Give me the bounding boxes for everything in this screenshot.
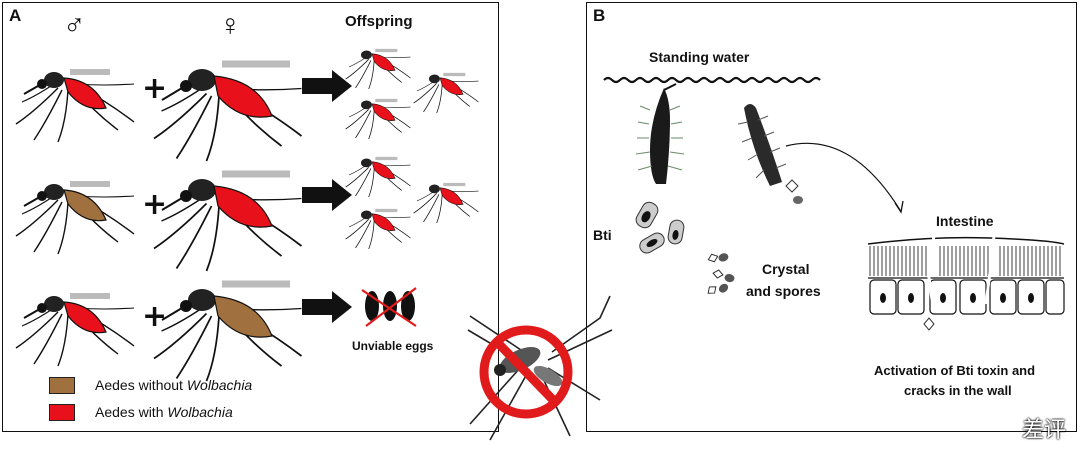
offspring-mosquito-row2c <box>345 208 411 250</box>
larva-infected <box>737 104 904 214</box>
male-symbol: ♂ <box>63 9 86 42</box>
offspring-mosquito-row2b <box>413 182 479 224</box>
no-mosquito-sign-icon <box>467 295 613 441</box>
panel-b-bti-larvicide: B Standing water Bti Crystal and spores … <box>586 2 1077 432</box>
offspring-label: Offspring <box>345 13 413 30</box>
plus-sign-row3: + <box>142 299 167 334</box>
standing-water-label: Standing water <box>649 49 750 65</box>
unviable-eggs-label: Unviable eggs <box>352 339 434 353</box>
mosquito-female-infected-row1 <box>153 60 303 162</box>
activation-label-line2: cracks in the wall <box>904 383 1012 398</box>
legend-text-without: Aedes without Wolbachia <box>95 377 253 393</box>
activation-label-line1: Activation of Bti toxin and <box>874 363 1036 378</box>
mosquito-male-uninfected-row2 <box>15 181 135 255</box>
intestine-label: Intestine <box>936 213 994 229</box>
mosquito-male-infected-row3 <box>15 293 135 367</box>
spores-label: and spores <box>746 283 821 299</box>
mosquito-female-infected-row2 <box>153 170 303 272</box>
intestine-wall <box>867 235 1065 331</box>
plus-sign-row2: + <box>142 187 167 222</box>
crystal-label: Crystal <box>762 261 810 277</box>
mosquito-female-uninfected-row3 <box>153 280 303 382</box>
unviable-eggs-icon <box>361 287 417 327</box>
panel-b-label: B <box>593 6 606 25</box>
plus-sign-row1: + <box>142 71 167 106</box>
panel-a-label: A <box>9 6 22 25</box>
larva-healthy <box>635 83 685 184</box>
offspring-mosquito-row1b <box>413 72 479 114</box>
watermark-logo: 差评 <box>1021 418 1066 443</box>
legend-swatch-without <box>49 377 75 394</box>
offspring-mosquito-row1c <box>345 98 411 140</box>
legend-text-with: Aedes with Wolbachia <box>95 404 233 420</box>
legend-swatch-with <box>49 404 75 421</box>
arrow-row3 <box>302 291 352 323</box>
crystals-and-spores <box>707 253 735 294</box>
female-symbol: ♀ <box>219 9 242 42</box>
arrow-row1 <box>302 70 352 102</box>
offspring-mosquito-row1a <box>345 48 411 90</box>
offspring-mosquito-row2a <box>345 156 411 198</box>
mosquito-male-infected-row1 <box>15 69 135 143</box>
arrow-row2 <box>302 179 352 211</box>
bti-bacteria <box>635 201 685 254</box>
bti-label: Bti <box>593 227 612 243</box>
water-surface-line <box>603 76 821 84</box>
